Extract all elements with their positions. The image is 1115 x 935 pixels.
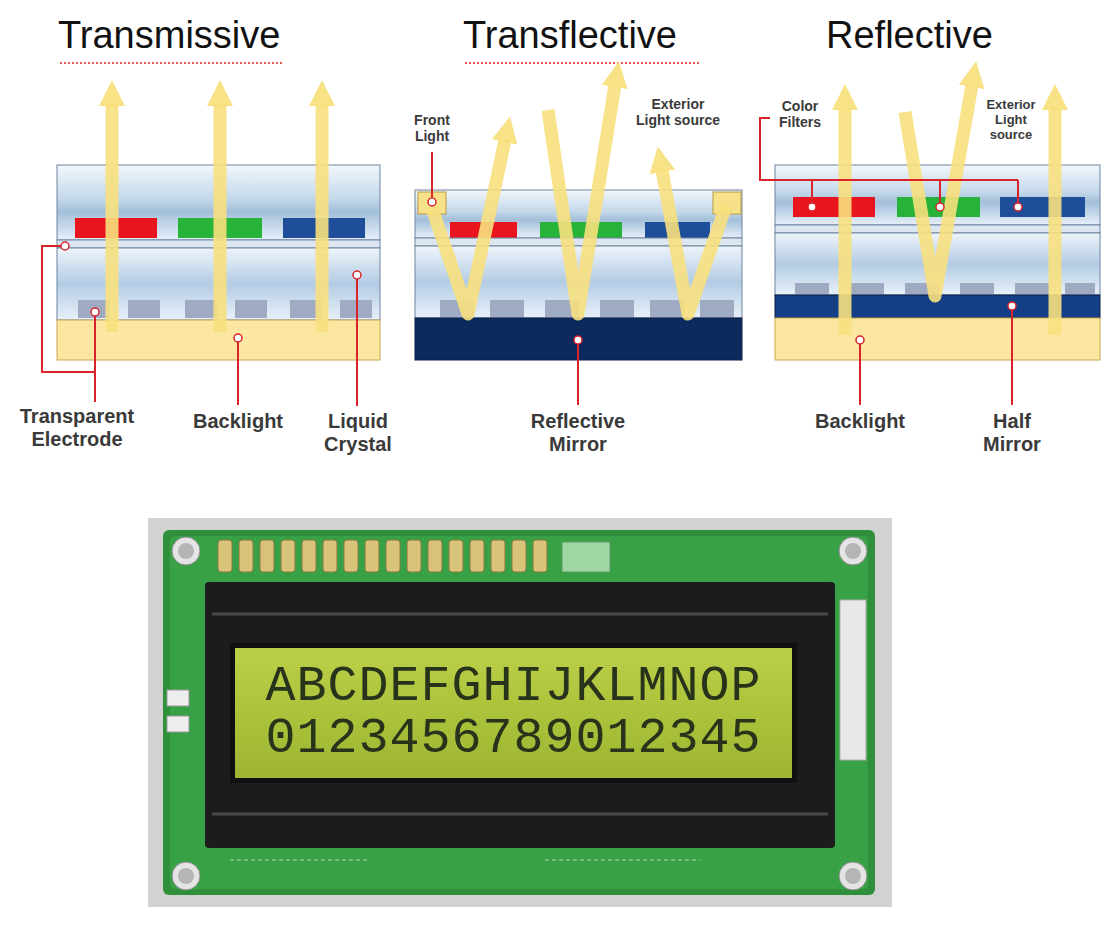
part-label: Transparent Electrode xyxy=(7,405,147,451)
lcd-module xyxy=(148,518,892,907)
part-label: Backlight xyxy=(800,410,920,433)
part-label: Reflective Mirror xyxy=(518,410,638,456)
panel-heading: Reflective xyxy=(826,14,993,58)
panel-heading: Transmissive xyxy=(58,14,280,58)
part-label: Color Filters xyxy=(771,98,829,130)
panel-heading: Transflective xyxy=(463,14,677,58)
part-label: Half Mirror xyxy=(970,410,1054,456)
part-label: Front Light xyxy=(404,112,460,144)
squiggle xyxy=(465,62,700,64)
transmissive-panel xyxy=(42,104,380,406)
squiggle xyxy=(60,62,284,64)
part-label: Exterior Light source xyxy=(634,96,722,128)
reflective-panel xyxy=(760,85,1100,405)
transflective-panel xyxy=(415,85,742,405)
display-text: 0123456789012345 xyxy=(265,713,761,765)
lcd-screen: ABCDEFGHIJKLMNOP0123456789012345 xyxy=(235,648,792,778)
part-label: Backlight xyxy=(178,410,298,433)
part-label: Exterior Light source xyxy=(983,98,1039,143)
part-label: Liquid Crystal xyxy=(310,410,406,456)
display-text: ABCDEFGHIJKLMNOP xyxy=(265,661,761,713)
